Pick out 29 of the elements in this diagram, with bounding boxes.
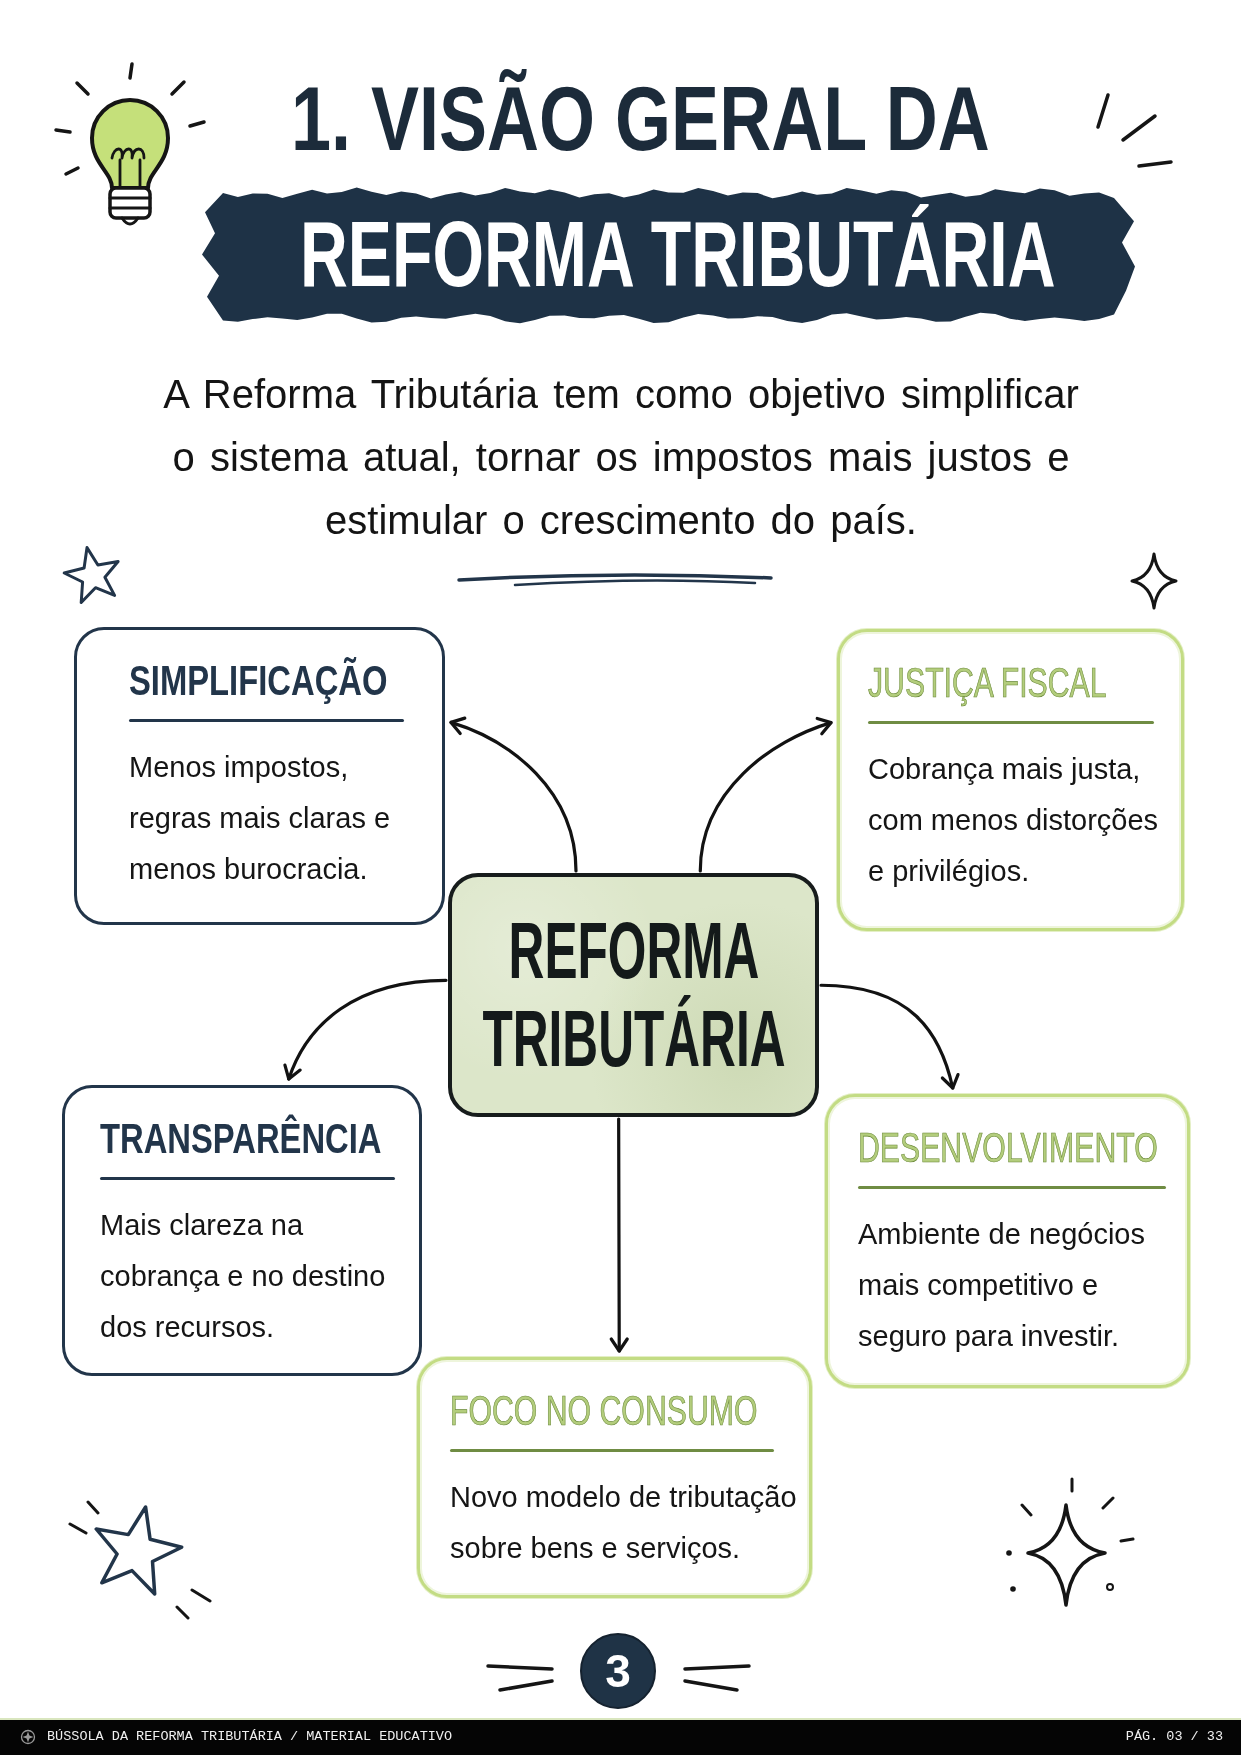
topic-card bbox=[417, 1357, 812, 1598]
central-topic-title: REFORMA TRIBUTÁRIA bbox=[480, 907, 787, 1083]
card-text: Cobrança mais justa, com menos distorções e privilégios. bbox=[868, 752, 1160, 889]
page-counter: PÁG. 03 / 33 bbox=[1125, 1729, 1223, 1745]
arrow bbox=[698, 717, 833, 873]
topic-card bbox=[62, 1085, 422, 1376]
arrow bbox=[449, 717, 578, 873]
arrow bbox=[819, 983, 960, 1090]
topic-card bbox=[825, 1094, 1190, 1388]
card-heading: JUSTIÇA FISCAL bbox=[868, 660, 1107, 706]
card-heading: FOCO NO CONSUMO bbox=[450, 1388, 758, 1434]
page-title: 1. VISÃO GERAL DA bbox=[291, 68, 990, 171]
card-heading: DESENVOLVIMENTO bbox=[858, 1125, 1158, 1171]
card-heading: SIMPLIFICAÇÃO bbox=[129, 658, 388, 704]
intro-text: A Reforma Tributária tem como objetivo simplificar o sistema atual, tornar os impostos mais justos e estimular o crescimento do país. bbox=[162, 371, 1080, 544]
page-number: 3 bbox=[605, 1648, 631, 1694]
arrow bbox=[284, 978, 448, 1081]
topic-card bbox=[74, 627, 445, 925]
card-text: Ambiente de negócios mais competitivo e seguro para investir. bbox=[858, 1217, 1146, 1354]
card-text: Mais clareza na cobrança e no destino dos recursos. bbox=[100, 1208, 387, 1345]
banner-title: REFORMA TRIBUTÁRIA bbox=[299, 203, 1056, 306]
footer-title: BÚSSOLA DA REFORMA TRIBUTÁRIA / MATERIAL EDUCATIVO bbox=[47, 1729, 453, 1745]
card-text: Novo modelo de tributação sobre bens e serviços. bbox=[450, 1480, 798, 1566]
topic-card bbox=[837, 629, 1184, 931]
card-text: Menos impostos, regras mais claras e menos burocracia. bbox=[129, 750, 392, 887]
arrow bbox=[609, 1117, 629, 1353]
card-heading: TRANSPARÊNCIA bbox=[100, 1116, 382, 1162]
central-topic-box bbox=[448, 873, 819, 1117]
footer-bar bbox=[0, 1718, 1241, 1755]
